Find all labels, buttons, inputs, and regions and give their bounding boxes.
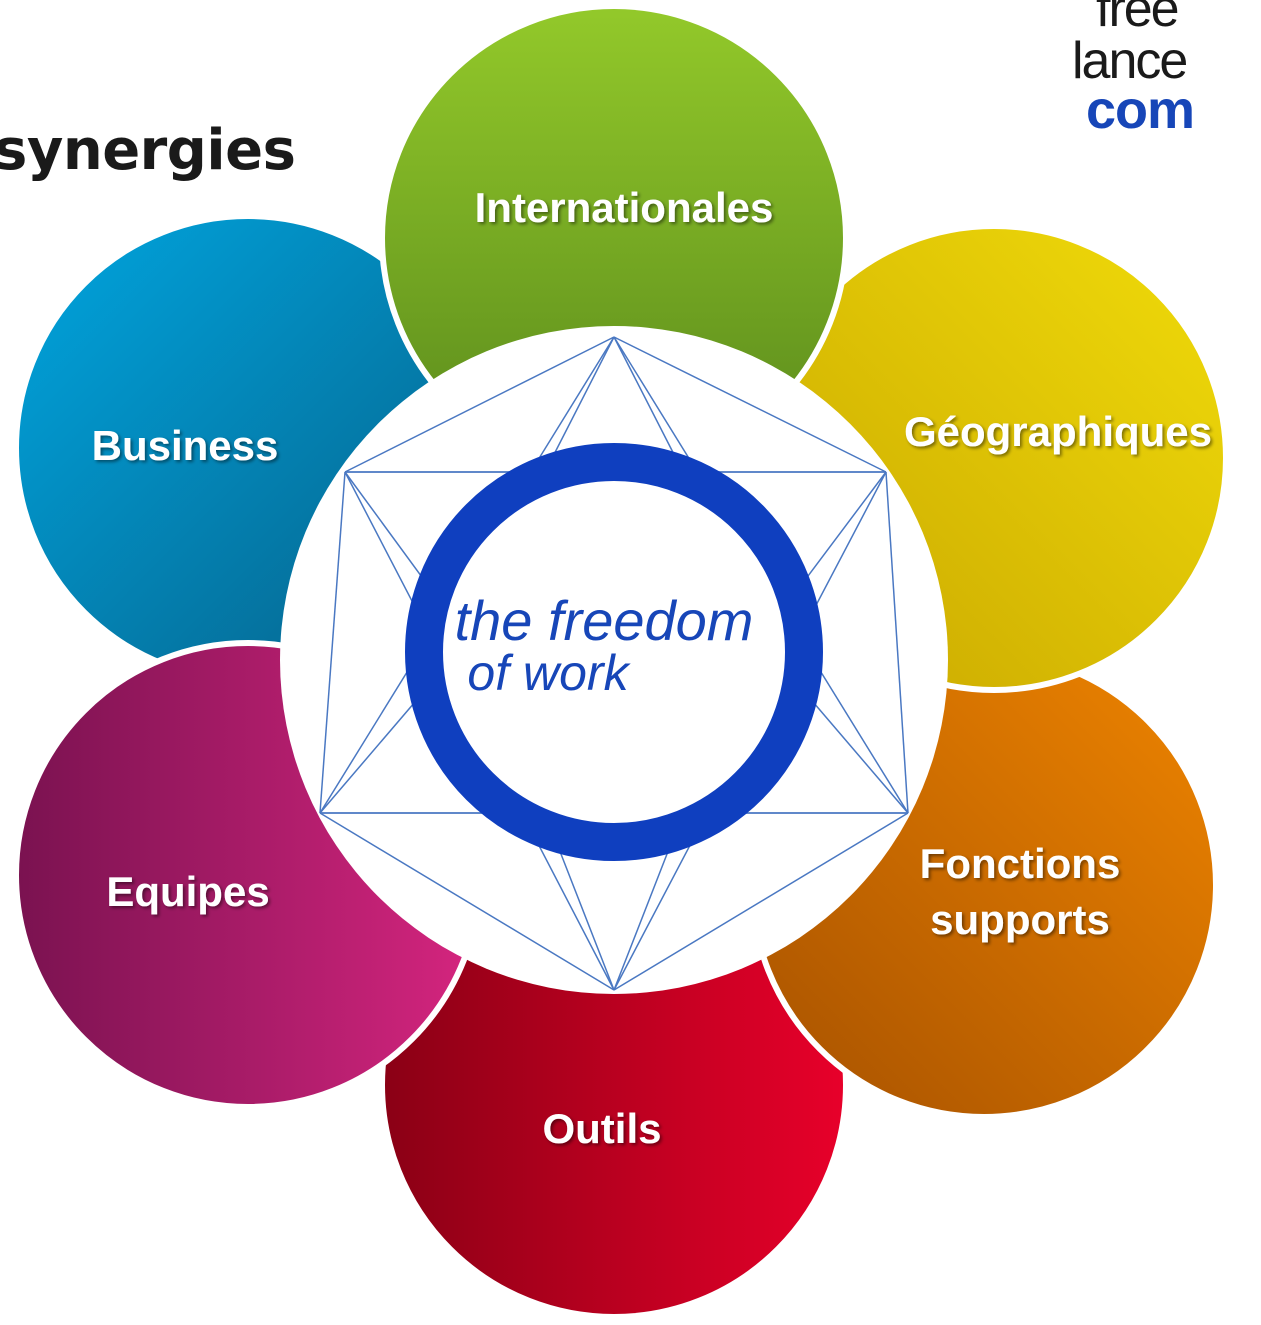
lattice-line xyxy=(544,336,615,473)
center-text-line1: the freedom xyxy=(455,589,754,652)
label-fonctions: Fonctions xyxy=(920,840,1121,887)
label-outils: Outils xyxy=(542,1105,661,1152)
page-title: synergies xyxy=(0,118,296,183)
lattice-line xyxy=(613,336,887,473)
logo-line-free: free xyxy=(1096,0,1178,38)
center-ring xyxy=(405,443,823,861)
freelance-com-logo: free lance com xyxy=(1072,0,1195,140)
center-text-line2: of work xyxy=(467,645,631,701)
lattice-line xyxy=(885,471,909,814)
label-internationales: Internationales xyxy=(475,184,774,231)
label-geographiques: Géographiques xyxy=(904,408,1212,455)
lattice-line xyxy=(319,471,346,814)
lattice-line xyxy=(319,812,615,991)
lattice-line xyxy=(613,812,909,991)
label-supports: supports xyxy=(930,896,1110,943)
lattice-line xyxy=(613,336,684,473)
label-business: Business xyxy=(92,422,279,469)
label-equipes: Equipes xyxy=(106,868,269,915)
lattice-line xyxy=(344,336,615,473)
logo-line-com: com xyxy=(1086,80,1194,140)
logo-line-lance: lance xyxy=(1072,32,1186,90)
